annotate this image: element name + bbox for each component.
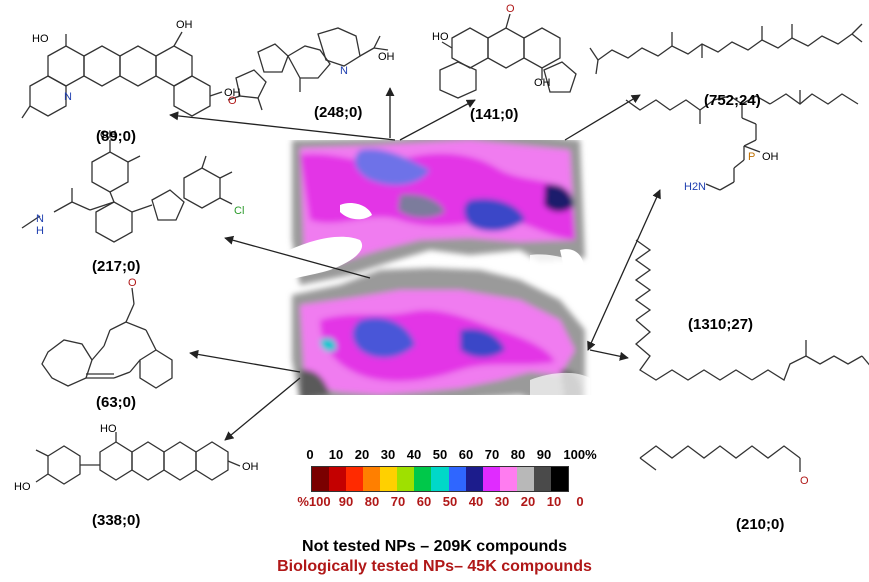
- color-swatch: [346, 467, 364, 491]
- label-248: (248;0): [314, 104, 363, 121]
- arrow-to-89: [169, 111, 396, 141]
- scale-bottom-tick: 60: [416, 494, 432, 509]
- scale-bottom-tick: 10: [546, 494, 562, 509]
- structure-89: [21, 31, 223, 119]
- chemical-space-map: [285, 120, 600, 440]
- color-swatch: [363, 467, 381, 491]
- color-swatch: [516, 467, 534, 491]
- scale-top-tick: 40: [406, 447, 422, 462]
- arrow-to-141: [399, 99, 476, 141]
- label-141: (141;0): [470, 106, 519, 123]
- atom-labels: HO OH OH N N OH O HO O OH OH N H Cl P OH…: [14, 3, 809, 493]
- atom-p-1310: P: [748, 151, 755, 163]
- atom-oh-248: OH: [378, 51, 395, 63]
- color-swatch: [380, 467, 398, 491]
- atom-h-217: H: [36, 225, 44, 237]
- color-swatch: [550, 467, 568, 491]
- color-swatch: [448, 467, 466, 491]
- structures: [21, 13, 869, 485]
- scale-bottom-tick: 20: [520, 494, 536, 509]
- structure-217: [21, 140, 233, 243]
- color-swatch: [533, 467, 551, 491]
- atom-h2n-1310: H2N: [684, 181, 706, 193]
- atom-oh-89b: OH: [224, 87, 241, 99]
- atom-oh-89a: OH: [176, 19, 193, 31]
- arrow-to-338: [224, 377, 301, 441]
- scale-top-tick: 30: [380, 447, 396, 462]
- color-swatch: [312, 467, 330, 491]
- structure-210: [634, 239, 869, 472]
- scale-bottom-tick: 0: [576, 494, 584, 509]
- atom-o-63: O: [128, 277, 137, 289]
- color-swatch: [397, 467, 415, 491]
- structure-752: [589, 23, 863, 75]
- scale-top-tick: 50: [432, 447, 448, 462]
- scale-top-tick: 0: [306, 447, 314, 462]
- scale-top-tick: 70: [484, 447, 500, 462]
- atom-oh-338: OH: [242, 461, 259, 473]
- caption-not-tested: Not tested NPs – 209K compounds: [302, 538, 567, 555]
- arrow-to-210: [589, 349, 629, 361]
- scale-top-ticks: 0 10 20 30 40 50 60 70 80 90 100%: [300, 447, 630, 465]
- label-752: (752;24): [704, 92, 761, 109]
- caption-tested: Biologically tested NPs– 45K compounds: [277, 558, 592, 575]
- color-swatch: [482, 467, 500, 491]
- scale-bottom-tick: 50: [442, 494, 458, 509]
- scale-top-tick: 80: [510, 447, 526, 462]
- scale-bottom-tick: 70: [390, 494, 406, 509]
- arrows: [169, 87, 661, 441]
- atom-oh-141: OH: [534, 77, 551, 89]
- arrow-to-752: [564, 94, 641, 141]
- color-swatch: [465, 467, 483, 491]
- structure-338: [35, 432, 241, 485]
- atom-oh-1310: OH: [762, 151, 779, 163]
- structure-248: [227, 27, 389, 111]
- structure-63: [41, 287, 173, 389]
- atom-ho-89: HO: [32, 33, 49, 45]
- scale-top-tick: 60: [458, 447, 474, 462]
- atom-ho-141: HO: [432, 31, 449, 43]
- label-89: (89;0): [96, 128, 137, 145]
- color-swatch: [431, 467, 449, 491]
- arrow-to-217: [224, 235, 371, 279]
- color-swatch: [414, 467, 432, 491]
- scale-bottom-tick: 80: [364, 494, 380, 509]
- label-63: (63;0): [96, 394, 137, 411]
- atom-n-89: N: [64, 91, 72, 103]
- label-217: (217;0): [92, 258, 141, 275]
- color-swatch: [329, 467, 347, 491]
- atom-n-217: N: [36, 213, 44, 225]
- scale-bottom-tick: 40: [468, 494, 484, 509]
- scale-bottom-tick: %100: [297, 494, 331, 509]
- label-338: (338;0): [92, 512, 141, 529]
- structure-141: [439, 13, 577, 99]
- arrow-to-1310: [587, 189, 661, 351]
- color-scale-bar: [311, 466, 569, 492]
- atom-o-248: O: [228, 95, 237, 107]
- atom-ho-338: HO: [100, 423, 117, 435]
- scale-bottom-tick: 90: [338, 494, 354, 509]
- scale-top-tick: 20: [354, 447, 370, 462]
- atom-cl-217: Cl: [234, 205, 244, 217]
- structure-1310: [625, 90, 859, 191]
- scale-top-tick: 10: [328, 447, 344, 462]
- atom-n-248: N: [340, 65, 348, 77]
- label-1310: (1310;27): [688, 316, 754, 333]
- atom-oh-217: OH: [100, 129, 117, 141]
- scale-top-tick: 100%: [563, 447, 597, 462]
- label-210: (210;0): [736, 516, 785, 533]
- atom-o-141: O: [506, 3, 515, 15]
- atom-ho-338b: HO: [14, 481, 31, 493]
- scale-top-tick: 90: [536, 447, 552, 462]
- scale-bottom-tick: 30: [494, 494, 510, 509]
- arrow-to-63: [189, 349, 301, 373]
- atom-o-210: O: [800, 475, 809, 487]
- color-swatch: [499, 467, 517, 491]
- scale-bottom-ticks: %100 90 80 70 60 50 40 30 20 10 0: [297, 494, 630, 512]
